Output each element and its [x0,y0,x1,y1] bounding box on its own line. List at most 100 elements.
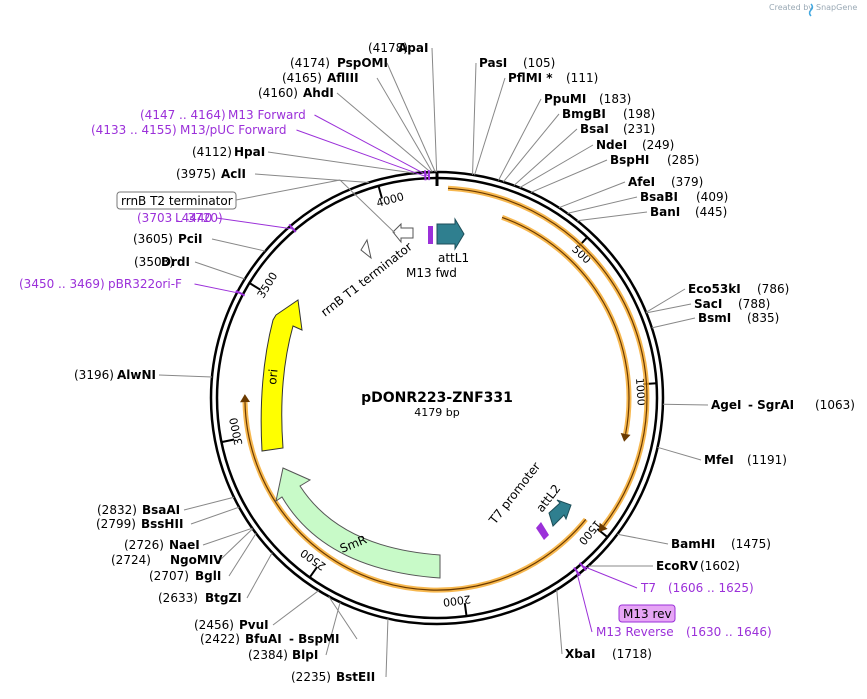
site-leader [530,159,608,193]
m13-rev-feature [536,522,549,540]
primer-leader [314,114,430,177]
enzyme-position: (4178) [368,41,408,55]
site-leader [328,596,358,640]
site-leader [386,62,436,173]
attl1-label: attL1 [438,251,469,265]
tick-mark [221,438,235,444]
site-leader [519,144,594,189]
enzyme-site-label: PciI [178,232,203,246]
enzyme-site-label: EcoRV [656,559,699,573]
enzyme-site-label: MfeI [704,453,734,467]
site-leader [556,589,563,655]
primer-site-mark [573,567,581,577]
rrnb-t2-leader-2 [339,179,396,234]
site-leader [513,128,578,186]
enzyme-position: (379) [671,175,703,189]
enzyme-position: (445) [695,205,727,219]
enzyme-position: (285) [667,153,699,167]
tick-label: 2000 [442,592,471,609]
attl2-feature [548,499,572,527]
primer-range: (4133 .. 4155) [91,123,177,137]
enzyme-position: (2724) [111,553,151,567]
label-leaders [158,47,709,678]
plasmid-name: pDONR223-ZNF331 [361,390,513,406]
primer-site-mark [235,289,246,297]
site-leader [190,506,240,525]
t7-promoter-label: T7 promoter [486,459,544,527]
site-leader [431,47,438,173]
tick-mark [248,282,262,291]
enzyme-position: (1063) [815,398,855,412]
site-leader [474,77,506,176]
enzyme-site-label: AhdI [303,86,334,100]
enzyme-position: (105) [523,56,555,70]
enzyme-position: (2726) [124,538,164,552]
primer-leader [575,570,593,633]
primer-site-mark [578,562,587,572]
enzyme-site-label: AflIII [327,71,359,85]
tick-mark [308,566,319,578]
enzyme-site-label: BssHII [141,517,183,531]
enzyme-site-label: BspHI [610,153,649,167]
primer-range: (4147 .. 4164) [140,108,226,122]
enzyme-position: (4174) [290,56,330,70]
tick-label: 3000 [227,416,245,446]
attl1-feature [436,217,465,251]
site-leader [325,602,341,656]
primer-leader [194,283,242,295]
site-leader [211,238,266,252]
enzyme-position: (3605) [133,232,173,246]
site-leader [558,181,626,209]
primer-range: (3703 .. 3720) [137,211,223,225]
primer-site-label: M13 Forward [228,108,306,122]
orf-arrowhead [620,433,631,442]
snapgene-logo-icon [808,3,814,17]
primer-range: (1630 .. 1646) [686,625,772,639]
site-leader [651,317,696,329]
enzyme-site-label: Eco53kI [688,282,741,296]
site-leader [662,403,709,406]
enzyme-site-label: BmgBI [562,107,606,121]
primer-leader [582,565,638,589]
watermark-brand: SnapGene [816,3,857,12]
enzyme-position: (4165) [282,71,322,85]
ori-label: ori [265,368,281,385]
enzyme-position: (2707) [149,569,189,583]
enzyme-position: (198) [623,107,655,121]
enzyme-site-label: NgoMIV [170,553,223,567]
plasmid-length: 4179 bp [414,406,459,419]
enzyme-position: (3196) [74,368,114,382]
tick-label: 3500 [255,270,281,301]
site-leader [567,196,638,214]
site-leader [336,92,431,173]
enzyme-position: (3975) [176,167,216,181]
enzyme-site-label: BfuAI [245,632,282,646]
site-leader [577,211,648,222]
enzyme-site-label: BsaBI [640,190,678,204]
enzyme-site-label: PspOMI [337,56,388,70]
gene-orf-inner-band [501,215,632,435]
tick-mark [463,602,468,617]
enzyme-site-label: BsaAI [142,503,180,517]
enzyme-site-label: BtgZI [205,591,242,605]
enzyme-position: (2456) [194,618,234,632]
site-leader [246,552,273,599]
site-leader [272,590,319,626]
enzyme-site-label: HpaI [234,145,265,159]
enzyme-site-label: ApaI [398,41,428,55]
site-leader [502,113,560,183]
enzyme-site-label: AlwNI [117,368,156,382]
enzyme-site-label: BglI [195,569,221,583]
enzyme-position: (2633) [158,591,198,605]
enzyme-position: (231) [623,122,655,136]
primer-leader [216,217,294,230]
rrnb-t2-box [116,191,237,210]
enzyme-position: (111) [566,71,598,85]
site-leader [267,151,415,174]
enzyme-position: (1718) [612,647,652,661]
enzyme-position: (3503) [134,255,174,269]
enzyme-site-label: NaeI [169,538,200,552]
rrnb-t1-feature [360,238,372,260]
enzyme-position: (1191) [747,453,787,467]
